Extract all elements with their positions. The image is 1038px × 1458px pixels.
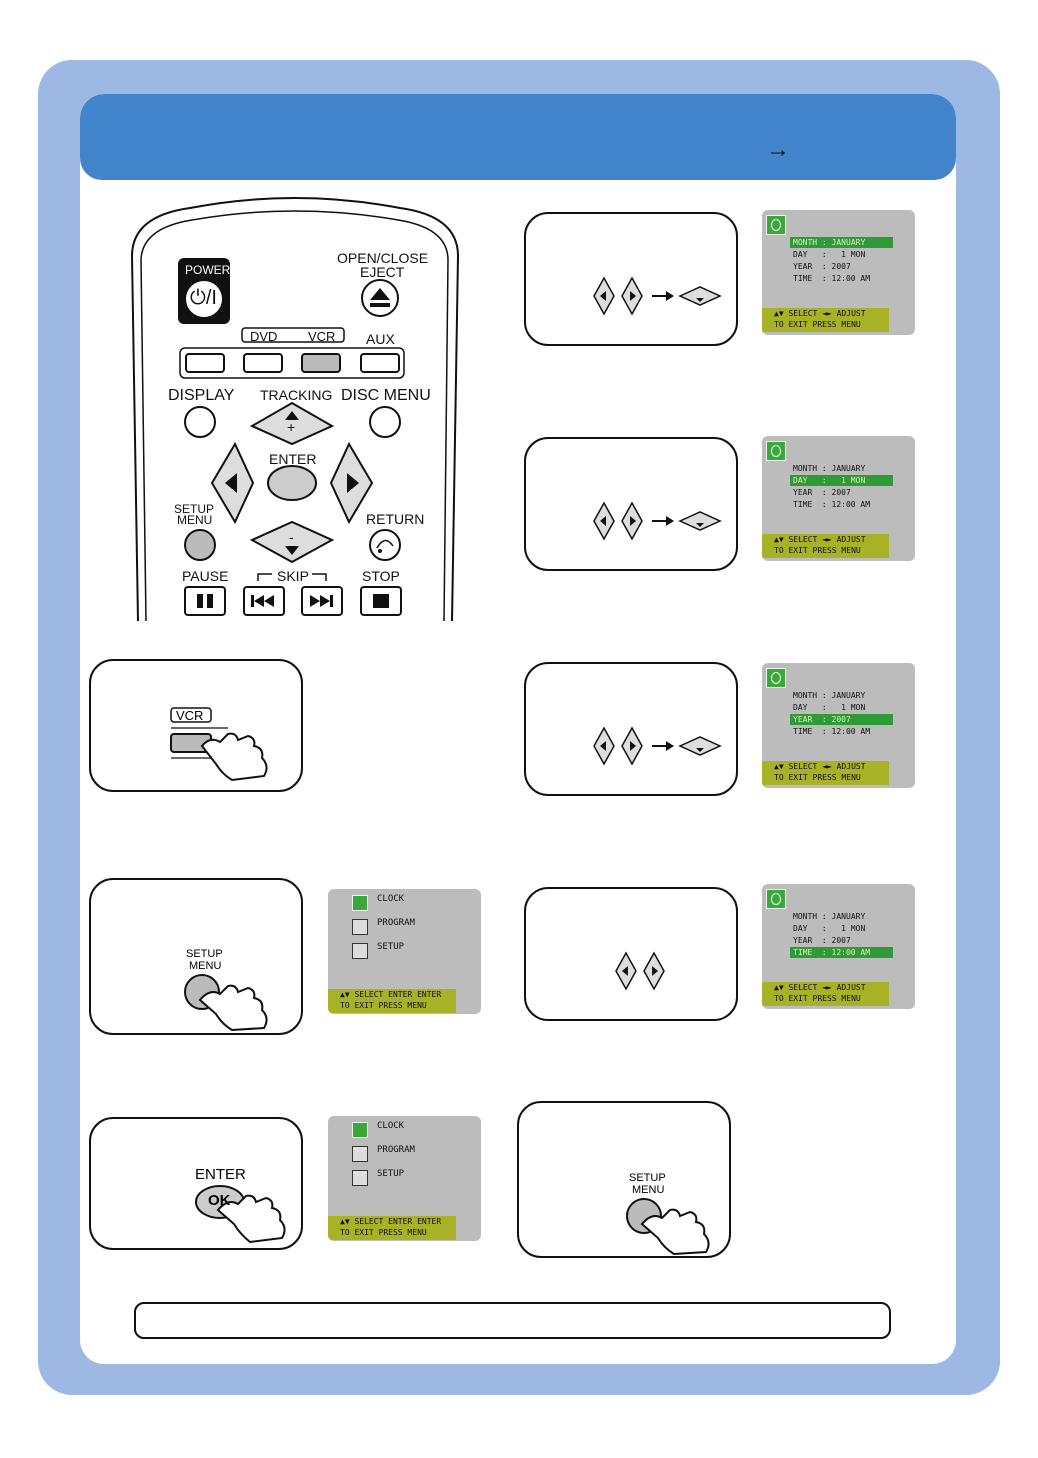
menu-exit-label: MENU bbox=[632, 1184, 665, 1196]
clock-icon bbox=[766, 889, 786, 909]
menu-item-clock: CLOCK bbox=[377, 894, 405, 904]
osd-year-row: YEAR : 2007 bbox=[793, 936, 851, 945]
osd-month-row: MONTH : JANUARY bbox=[793, 912, 866, 921]
osd-footer-line1: ▲▼ SELECT ENTER ENTER bbox=[340, 1217, 442, 1226]
skip-label: SKIP bbox=[277, 568, 309, 584]
osd-time-row: TIME : 12:00 AM bbox=[793, 727, 871, 736]
power-label: POWER bbox=[185, 263, 231, 277]
setup-step-label: SETUP bbox=[186, 948, 223, 960]
menu-step-label: MENU bbox=[189, 960, 222, 972]
program-menu-icon bbox=[352, 1146, 368, 1162]
open-close-label: OPEN/CLOSE bbox=[337, 250, 429, 266]
setup-menu-screen-2: CLOCK PROGRAM SETUP ▲▼ SELECT ENTER ENTE… bbox=[328, 1116, 481, 1241]
setup-menu-icon bbox=[352, 943, 368, 959]
vcr-label: VCR bbox=[308, 329, 336, 344]
clock-menu-icon bbox=[352, 1122, 368, 1138]
clock-icon bbox=[766, 668, 786, 688]
clock-screen-month: MONTH : JANUARY DAY : 1 MON YEAR : 2007 … bbox=[762, 210, 915, 335]
header-arrow: → bbox=[766, 136, 790, 163]
clock-screen-time: MONTH : JANUARY DAY : 1 MON YEAR : 2007 … bbox=[762, 884, 915, 1009]
tracking-label: TRACKING bbox=[260, 387, 333, 403]
osd-day-row: DAY : 1 MON bbox=[793, 250, 866, 259]
dvd-label: DVD bbox=[250, 329, 278, 344]
osd-day-row: DAY : 1 MON bbox=[793, 924, 866, 933]
clock-menu-icon bbox=[352, 895, 368, 911]
enter-step-label: ENTER bbox=[195, 1166, 246, 1183]
osd-footer-line1: ▲▼ SELECT ◄► ADJUST bbox=[774, 535, 866, 544]
menu-item-program: PROGRAM bbox=[377, 1145, 415, 1155]
osd-footer-line2: TO EXIT PRESS MENU bbox=[340, 1228, 427, 1237]
stop-label: STOP bbox=[362, 568, 400, 584]
return-label: RETURN bbox=[366, 511, 425, 527]
tracking-plus: + bbox=[287, 419, 296, 435]
pause-label: PAUSE bbox=[182, 568, 229, 584]
left-right-buttons bbox=[615, 951, 665, 991]
eject-label: EJECT bbox=[360, 264, 405, 280]
step-time-box bbox=[524, 887, 738, 1021]
menu-label: MENU bbox=[177, 513, 213, 527]
osd-footer-line1: ▲▼ SELECT ◄► ADJUST bbox=[774, 983, 866, 992]
osd-year-row: YEAR : 2007 bbox=[793, 488, 851, 497]
enter-press-illustration bbox=[195, 1185, 286, 1244]
osd-footer-line2: TO EXIT PRESS MENU bbox=[340, 1001, 427, 1010]
enter-label: ENTER bbox=[269, 451, 317, 467]
osd-footer-line2: TO EXIT PRESS MENU bbox=[774, 994, 861, 1003]
osd-month-row: MONTH : JANUARY bbox=[793, 464, 866, 473]
osd-year-row: YEAR : 2007 bbox=[793, 262, 851, 271]
osd-day-row: DAY : 1 MON bbox=[790, 475, 893, 486]
display-label: DISPLAY bbox=[168, 387, 235, 404]
vcr-press-illustration bbox=[170, 707, 268, 782]
setup-label: SETUP bbox=[174, 502, 215, 516]
clock-icon bbox=[766, 441, 786, 461]
aux-label: AUX bbox=[366, 331, 395, 347]
disc-menu-label: DISC MENU bbox=[341, 387, 431, 404]
osd-footer-line2: TO EXIT PRESS MENU bbox=[774, 320, 861, 329]
setup-exit-label: SETUP bbox=[629, 1172, 666, 1184]
clock-screen-day: MONTH : JANUARY DAY : 1 MON YEAR : 2007 … bbox=[762, 436, 915, 561]
setup-menu-icon bbox=[352, 1170, 368, 1186]
step-year-box bbox=[524, 662, 738, 796]
osd-day-row: DAY : 1 MON bbox=[793, 703, 866, 712]
osd-time-row: TIME : 12:00 AM bbox=[793, 500, 871, 509]
menu-item-setup: SETUP bbox=[377, 942, 405, 952]
menu-item-setup: SETUP bbox=[377, 1169, 405, 1179]
osd-time-row: TIME : 12:00 AM bbox=[793, 274, 871, 283]
vcr-step-label: VCR bbox=[176, 708, 204, 723]
remote-control-illustration bbox=[130, 197, 460, 621]
setup-exit-press-illustration bbox=[626, 1198, 710, 1256]
osd-year-row: YEAR : 2007 bbox=[790, 714, 893, 725]
tracking-minus: - bbox=[289, 529, 294, 545]
osd-footer-line1: ▲▼ SELECT ◄► ADJUST bbox=[774, 762, 866, 771]
clock-screen-year: MONTH : JANUARY DAY : 1 MON YEAR : 2007 … bbox=[762, 663, 915, 788]
osd-footer-line1: ▲▼ SELECT ENTER ENTER bbox=[340, 990, 442, 999]
program-menu-icon bbox=[352, 919, 368, 935]
ok-button[interactable]: OK bbox=[208, 1192, 231, 1209]
left-right-down-buttons-3 bbox=[593, 726, 722, 766]
clock-icon bbox=[766, 215, 786, 235]
osd-footer-line2: TO EXIT PRESS MENU bbox=[774, 773, 861, 782]
menu-item-clock: CLOCK bbox=[377, 1121, 405, 1131]
power-button[interactable]: ⏻/I bbox=[190, 287, 217, 309]
osd-time-row: TIME : 12:00 AM bbox=[790, 947, 893, 958]
osd-footer-line1: ▲▼ SELECT ◄► ADJUST bbox=[774, 309, 866, 318]
header-band: → bbox=[80, 94, 956, 180]
setup-menu-screen-1: CLOCK PROGRAM SETUP ▲▼ SELECT ENTER ENTE… bbox=[328, 889, 481, 1014]
osd-month-row: MONTH : JANUARY bbox=[790, 237, 893, 248]
osd-month-row: MONTH : JANUARY bbox=[793, 691, 866, 700]
left-right-down-buttons-1 bbox=[593, 276, 722, 316]
osd-footer-line2: TO EXIT PRESS MENU bbox=[774, 546, 861, 555]
menu-item-program: PROGRAM bbox=[377, 918, 415, 928]
left-right-down-buttons-2 bbox=[593, 501, 722, 541]
setup-press-illustration bbox=[184, 974, 268, 1032]
note-box bbox=[134, 1302, 891, 1339]
